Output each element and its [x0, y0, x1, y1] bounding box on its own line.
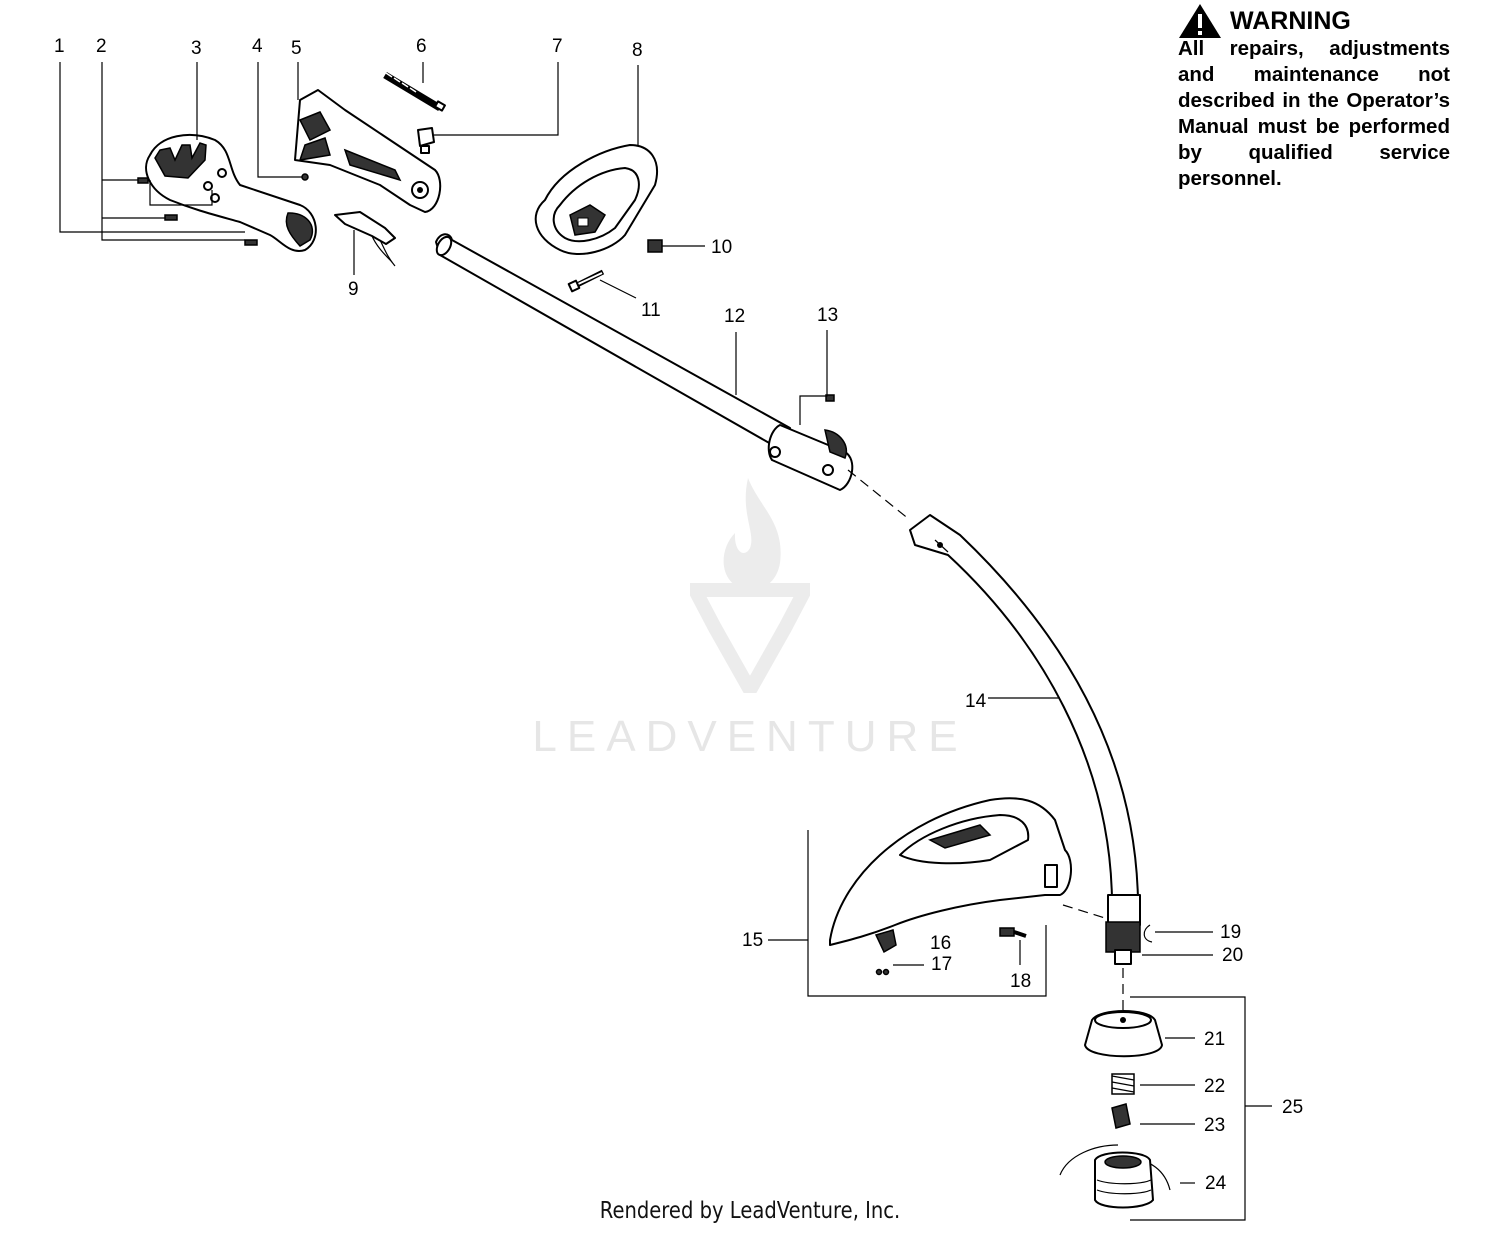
callout-5: 5	[291, 38, 302, 59]
watermark-logo	[690, 478, 810, 693]
callout-21: 21	[1204, 1029, 1225, 1050]
callout-20: 20	[1222, 945, 1243, 966]
callout-15: 15	[742, 930, 763, 951]
callout-18: 18	[1010, 971, 1031, 992]
assist-handle	[534, 144, 658, 255]
warning-notice: WARNING All repairs, adjustments and mai…	[1178, 4, 1450, 192]
spool-cover	[1084, 1010, 1163, 1058]
callout-8: 8	[632, 40, 643, 61]
watermark-text: LEADVENTURE	[532, 712, 968, 761]
bolt-11	[567, 269, 605, 293]
callout-2: 2	[96, 36, 107, 57]
callout-3: 3	[191, 38, 202, 59]
spool-eyelet	[1111, 1103, 1131, 1129]
callout-22: 22	[1204, 1076, 1225, 1097]
throttle-cable	[383, 71, 446, 112]
callout-24: 24	[1205, 1173, 1227, 1194]
leader-lines	[59, 62, 1272, 1221]
callout-17: 17	[931, 954, 952, 975]
gear-head	[1105, 894, 1153, 965]
callout-7: 7	[552, 36, 563, 57]
guard-screws	[875, 968, 890, 976]
callout-4: 4	[252, 36, 263, 57]
warning-triangle-icon	[1179, 4, 1221, 38]
footer-credit: Rendered by LeadVenture, Inc.	[599, 1198, 901, 1224]
warning-title: WARNING	[1230, 7, 1351, 35]
nut-4	[301, 173, 309, 181]
warning-text: All repairs, adjustments and maintenance…	[1178, 37, 1450, 190]
callout-19: 19	[1220, 922, 1241, 943]
connector-plug	[417, 127, 435, 154]
bolt-10	[647, 239, 663, 253]
callout-23: 23	[1204, 1115, 1225, 1136]
trimmer-spool	[1059, 1144, 1171, 1209]
coupler	[767, 394, 854, 491]
callout-11: 11	[641, 300, 661, 321]
handle-housing	[145, 134, 317, 252]
callout-6: 6	[416, 36, 427, 57]
callout-numbers: 1 2 3 4 5 6 7 8 9 10 11 12 13 14 15 16 1…	[54, 36, 1303, 1194]
dash-guard	[1062, 904, 1106, 919]
callout-14: 14	[965, 691, 987, 712]
callout-1: 1	[54, 36, 65, 57]
callout-9: 9	[348, 279, 359, 300]
guard-bolt	[999, 927, 1027, 938]
callout-13: 13	[817, 305, 838, 326]
spring	[1111, 1073, 1135, 1095]
guard-clip	[874, 929, 897, 954]
dash-shaft	[847, 469, 911, 521]
callout-16: 16	[930, 933, 951, 954]
trimmer-guard	[829, 797, 1072, 946]
trigger	[334, 211, 396, 267]
callout-12: 12	[724, 306, 745, 327]
handle-half	[294, 89, 442, 213]
callout-25: 25	[1282, 1097, 1303, 1118]
callout-10: 10	[711, 237, 732, 258]
